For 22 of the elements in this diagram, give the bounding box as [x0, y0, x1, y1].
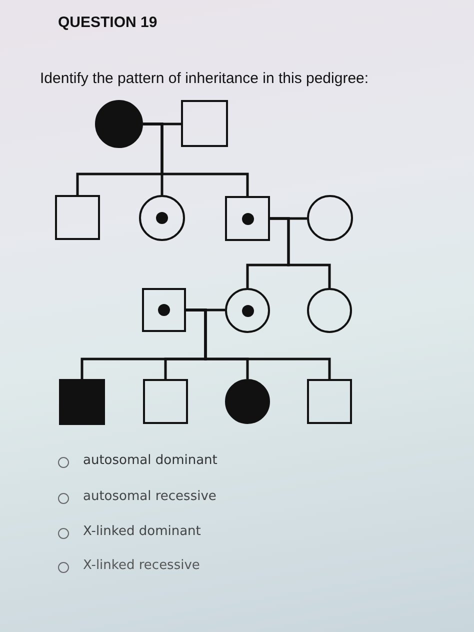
female-affected-symbol	[225, 379, 270, 424]
descent-line	[186, 308, 331, 379]
option-text: X-linked recessive	[83, 558, 200, 573]
prompt-text: Identify the pattern of inheritance in this pedigree:	[40, 70, 369, 87]
female-unaffected-symbol	[307, 195, 353, 241]
question-title: QUESTION 19	[58, 14, 158, 31]
male-affected-symbol	[59, 379, 105, 425]
male-unaffected-symbol	[143, 379, 188, 424]
option-text: X-linked dominant	[83, 524, 201, 539]
option-text: autosomal dominant	[83, 453, 218, 468]
male-unaffected-symbol	[181, 100, 228, 147]
male-carrier-symbol	[142, 288, 186, 332]
male-unaffected-symbol	[55, 195, 100, 240]
descent-line	[270, 217, 331, 288]
option-text: autosomal recessive	[83, 489, 216, 504]
descent-line	[143, 122, 249, 196]
female-carrier-symbol	[225, 288, 270, 333]
male-unaffected-symbol	[307, 379, 352, 424]
male-carrier-symbol	[225, 196, 270, 241]
female-affected-symbol	[95, 100, 143, 148]
female-carrier-symbol	[139, 195, 185, 241]
female-unaffected-symbol	[307, 288, 352, 333]
